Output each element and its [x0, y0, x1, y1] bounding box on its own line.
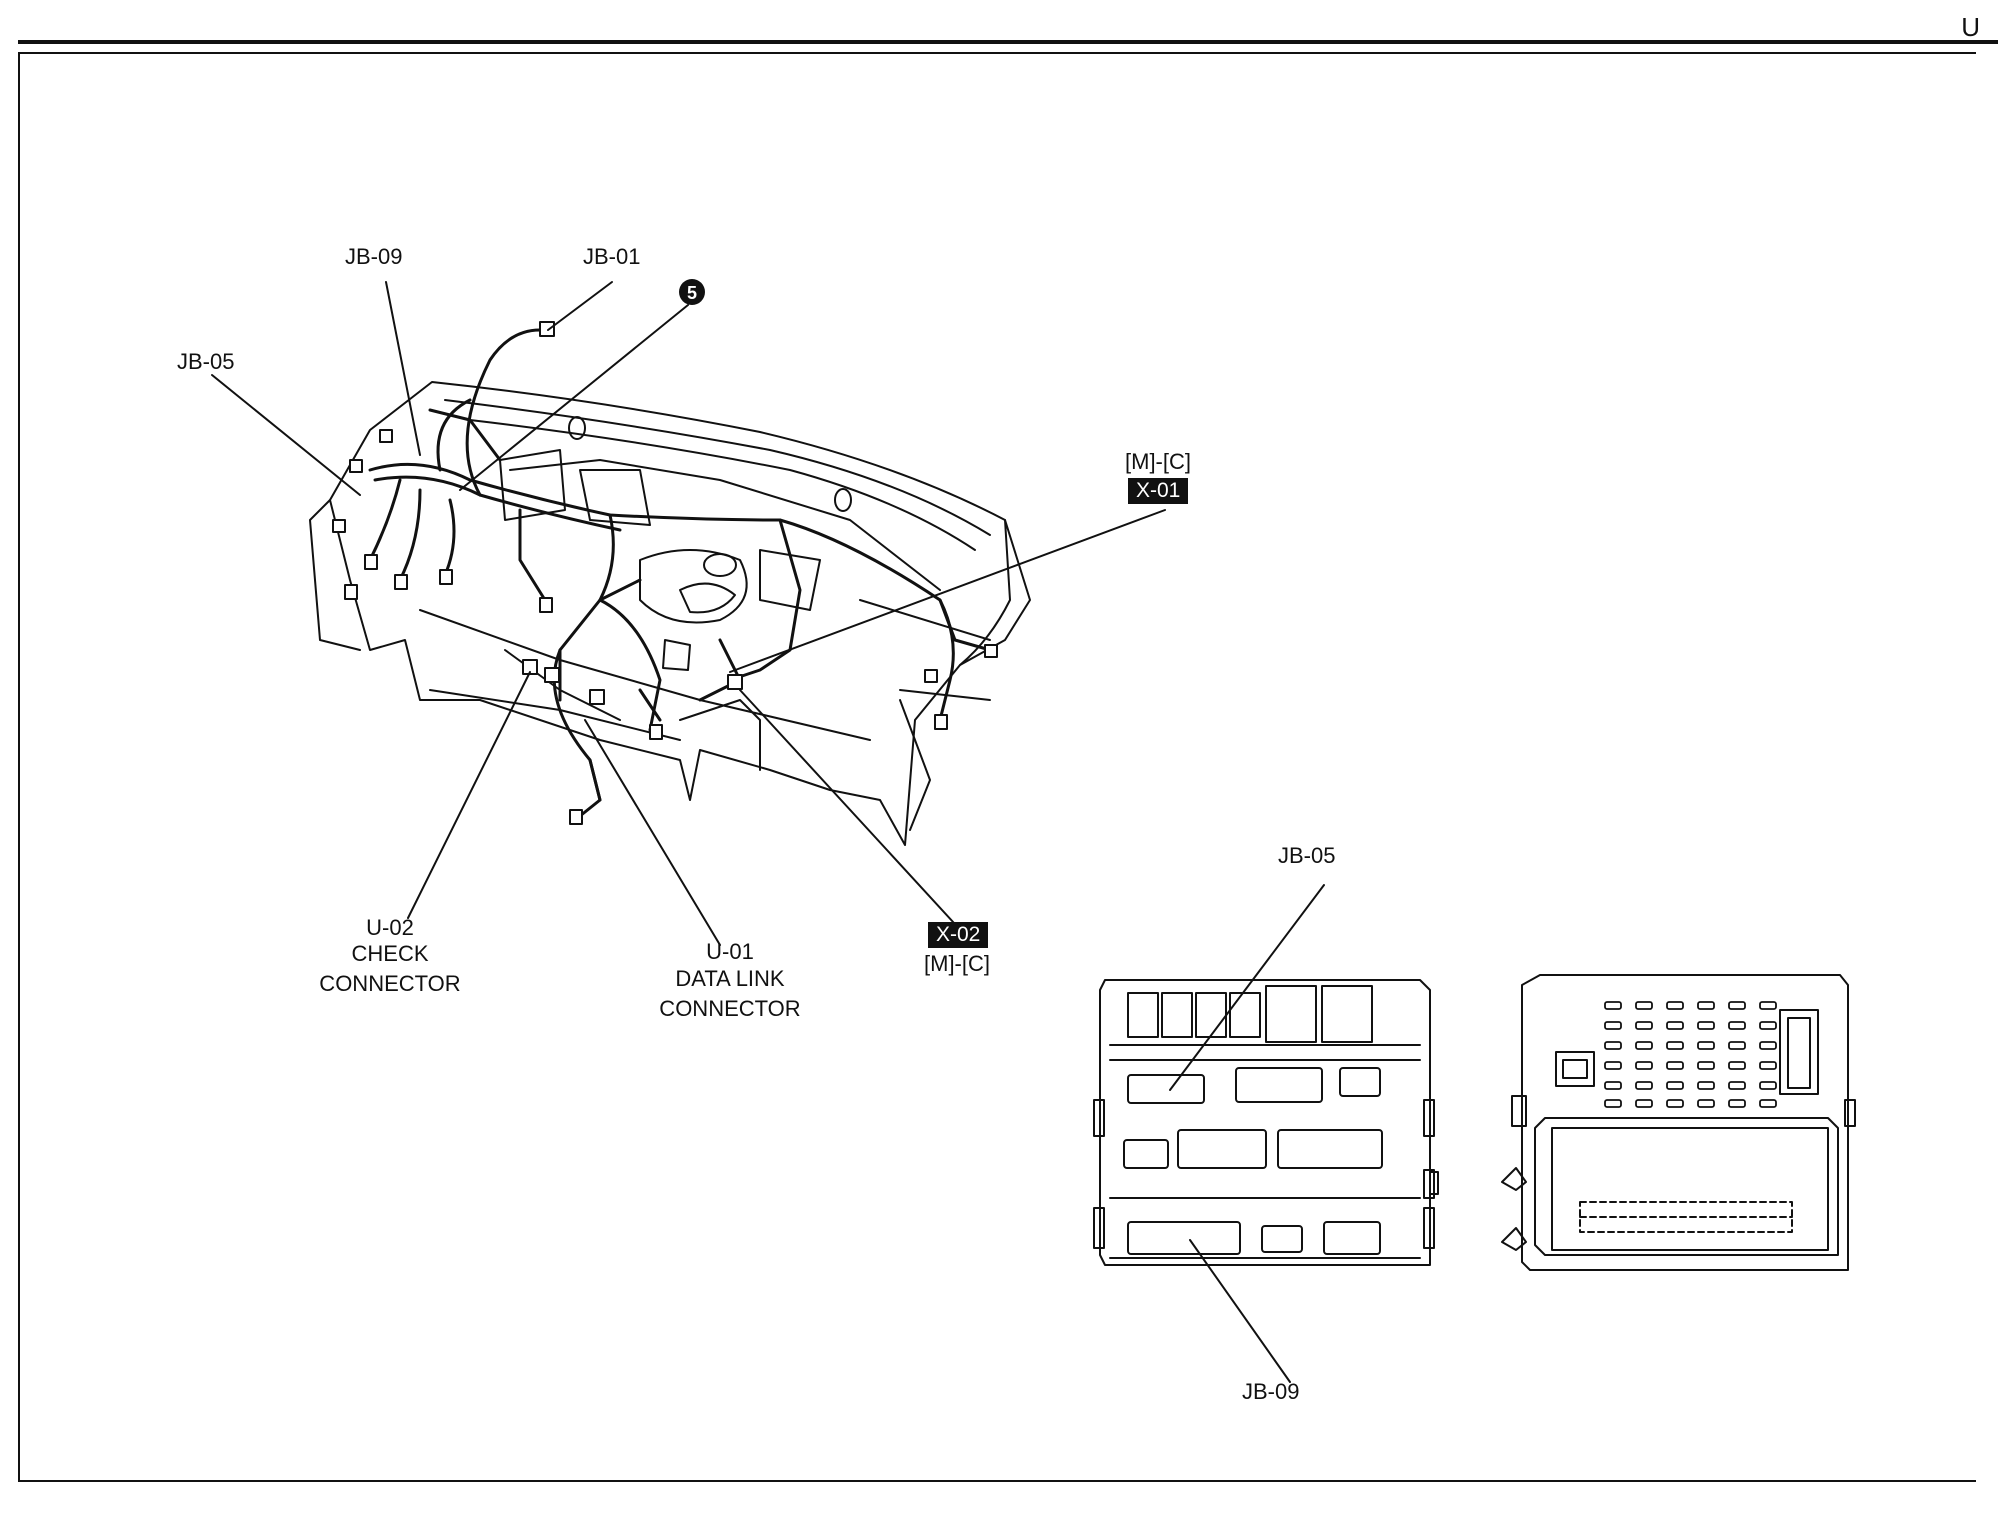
label-mc-bottom: [M]-[C] — [924, 951, 990, 976]
section-letter: U — [1961, 12, 1980, 42]
fuse-grid — [1604, 1001, 1777, 1108]
label-mc-top: [M]-[C] — [1125, 449, 1191, 474]
label-jb-09-top: JB-09 — [345, 244, 403, 269]
junction-box-rear — [1501, 974, 1856, 1271]
callout-circle — [679, 279, 705, 305]
label-u-01-line1: DATA LINK — [675, 966, 785, 991]
leader-lines — [211, 281, 1166, 946]
label-u-01-code: U-01 — [706, 939, 754, 964]
label-u-02-code: U-02 — [366, 915, 414, 940]
label-u-02-line1: CHECK — [351, 941, 429, 966]
label-jb-01: JB-01 — [583, 244, 641, 269]
callout-number: 5 — [687, 283, 697, 303]
label-u-02-line2: CONNECTOR — [319, 971, 461, 996]
label-x-01: X-01 — [1128, 478, 1189, 504]
top-rule — [18, 40, 1998, 44]
label-u-01-line2: CONNECTOR — [659, 996, 801, 1021]
junction-box-front — [1093, 884, 1439, 1383]
label-jb-05-left: JB-05 — [177, 349, 235, 374]
label-x-02: X-02 — [928, 922, 989, 948]
harness-connectors — [332, 321, 998, 825]
diagram-frame — [18, 52, 1976, 1482]
label-jb-05-box: JB-05 — [1278, 843, 1336, 868]
label-jb-09-box: JB-09 — [1242, 1379, 1300, 1404]
wiring-harness — [368, 328, 992, 822]
dashboard-panel — [309, 381, 1031, 846]
